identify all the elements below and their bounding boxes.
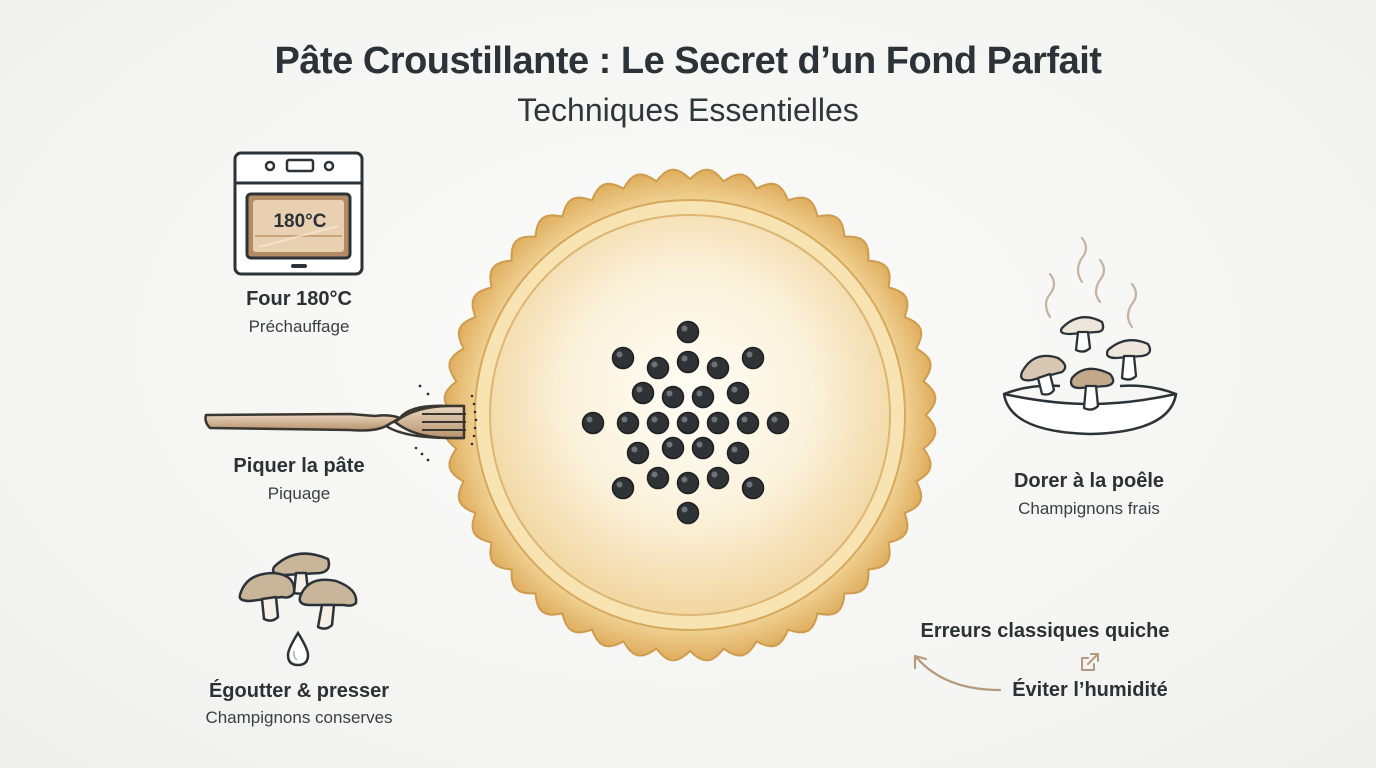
- pie-weight: [676, 501, 700, 525]
- pie-weight: [581, 411, 605, 435]
- fork-label: Piquer la pâte: [233, 455, 365, 477]
- pan-sublabel: Champignons frais: [1018, 499, 1160, 518]
- pie-weight-highlight: [651, 416, 658, 423]
- pie-weight-highlight: [711, 471, 718, 478]
- tart-crust: [443, 168, 937, 662]
- pie-weight: [676, 320, 700, 344]
- fork-sublabel: Piquage: [267, 484, 331, 503]
- oven-label: Four 180°C: [246, 288, 352, 310]
- canned-sublabel: Champignons conserves: [205, 708, 393, 727]
- pie-weight: [706, 411, 730, 435]
- pie-weight-highlight: [636, 386, 643, 393]
- pie-weight: [661, 436, 685, 460]
- pie-weight: [726, 441, 750, 465]
- fork-icon: [204, 384, 478, 462]
- pie-weight: [766, 411, 790, 435]
- pie-weight-highlight: [681, 476, 688, 483]
- pie-weight: [691, 436, 715, 460]
- pie-weight: [616, 411, 640, 435]
- pie-weight: [646, 466, 670, 490]
- pie-weight: [741, 346, 765, 370]
- pie-weight-highlight: [746, 351, 753, 358]
- pie-weight: [661, 385, 685, 409]
- pie-weight: [646, 356, 670, 380]
- pie-weight: [676, 350, 700, 374]
- pie-weight-highlight: [681, 416, 688, 423]
- pie-weight-highlight: [631, 446, 638, 453]
- classic-errors-link[interactable]: Erreurs classiques quiche: [920, 620, 1170, 642]
- pie-weight: [691, 385, 715, 409]
- oven-icon: [233, 151, 364, 276]
- pie-weight-highlight: [586, 416, 593, 423]
- pie-weight: [676, 411, 700, 435]
- pie-weight: [611, 476, 635, 500]
- pie-weight: [736, 411, 760, 435]
- pie-weight-highlight: [711, 416, 718, 423]
- canned-label: Égoutter & presser: [208, 680, 390, 702]
- pie-weight: [631, 381, 655, 405]
- external-link-icon[interactable]: [1079, 651, 1101, 673]
- pie-weight-highlight: [681, 355, 688, 362]
- pan-label: Dorer à la poêle: [1013, 470, 1165, 492]
- pie-weight: [726, 381, 750, 405]
- pie-weight-highlight: [666, 441, 673, 448]
- curved-arrow-icon: [913, 654, 1002, 692]
- pie-weight-highlight: [666, 390, 673, 397]
- pie-weight-highlight: [741, 416, 748, 423]
- pie-weight: [676, 471, 700, 495]
- pie-weight-highlight: [696, 390, 703, 397]
- pie-weight: [706, 356, 730, 380]
- pie-weight: [646, 411, 670, 435]
- pie-weight: [626, 441, 650, 465]
- pie-weight-highlight: [731, 386, 738, 393]
- pie-weight-highlight: [616, 481, 623, 488]
- pie-weight: [741, 476, 765, 500]
- pie-weights: [581, 320, 790, 525]
- pie-weight-highlight: [731, 446, 738, 453]
- pie-weight-highlight: [711, 361, 718, 368]
- pan-mushrooms-icon: [1002, 236, 1178, 436]
- pie-weight: [706, 466, 730, 490]
- pie-weight: [611, 346, 635, 370]
- oven-temperature-display: 180°C: [273, 211, 327, 232]
- pie-weight-highlight: [696, 441, 703, 448]
- pie-weight-highlight: [616, 351, 623, 358]
- pie-weight-highlight: [746, 481, 753, 488]
- page-title: Pâte Croustillante : Le Secret d’un Fond…: [274, 40, 1102, 82]
- pie-weight-highlight: [681, 325, 688, 332]
- pie-weight-highlight: [681, 506, 688, 513]
- pie-weight-highlight: [651, 361, 658, 368]
- page-subtitle: Techniques Essentielles: [517, 92, 859, 128]
- pie-weight-highlight: [621, 416, 628, 423]
- oven-sublabel: Préchauffage: [248, 317, 350, 336]
- pie-weight-highlight: [651, 471, 658, 478]
- avoid-humidity-label: Éviter l’humidité: [1012, 679, 1168, 701]
- pie-weight-highlight: [771, 416, 778, 423]
- mushrooms-drip-icon: [238, 552, 358, 667]
